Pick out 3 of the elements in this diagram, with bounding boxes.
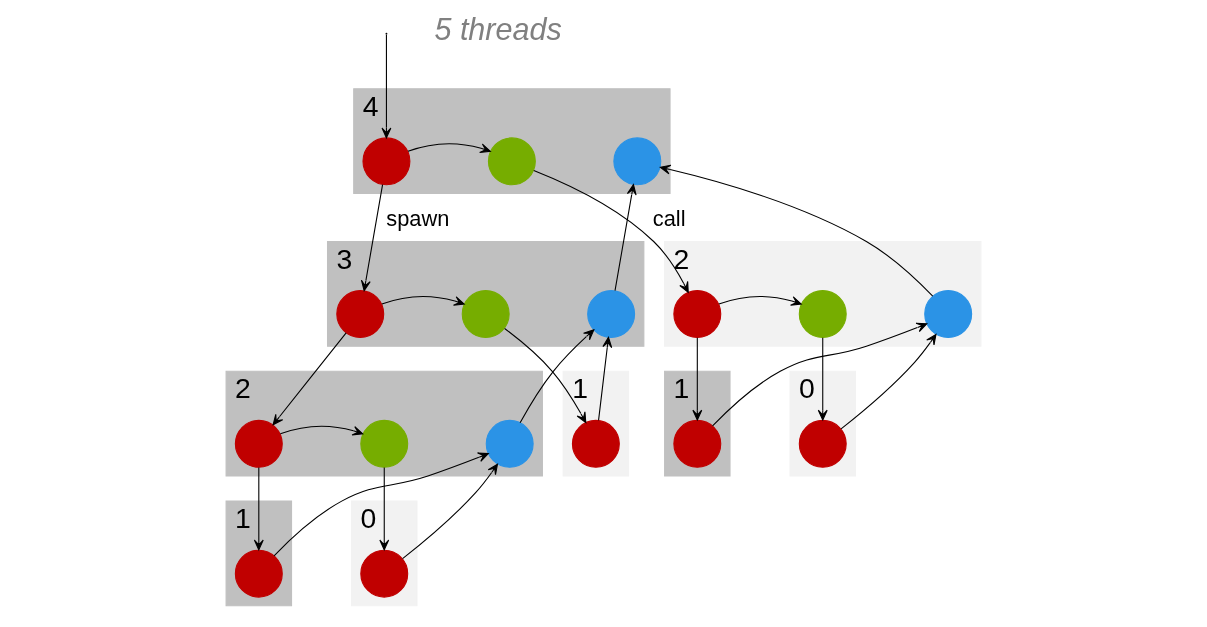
edge-label: spawn bbox=[386, 206, 450, 232]
edge-label: call bbox=[652, 206, 686, 232]
label: 5 threads bbox=[434, 12, 562, 47]
